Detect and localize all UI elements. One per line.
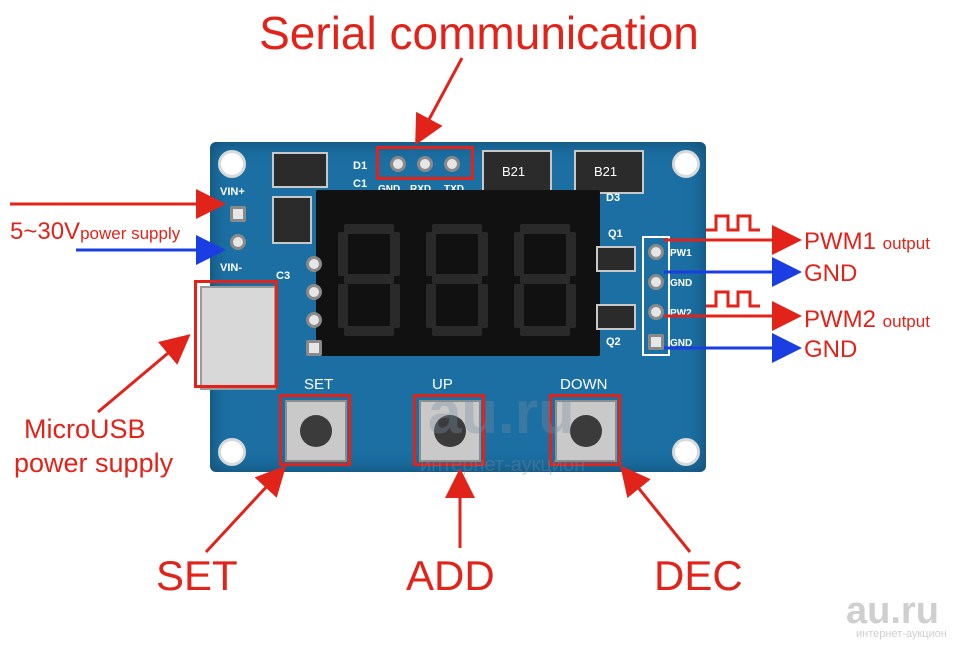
- microusb-label: MicroUSB power supply: [14, 412, 173, 480]
- dec-button-highlight: [549, 394, 621, 466]
- silk-txd: TXD: [444, 184, 464, 195]
- transistor-q2: [596, 304, 636, 330]
- pin-gnd-a: [648, 274, 664, 290]
- gnd2-label: GND: [804, 336, 858, 363]
- pin-pw1: [648, 244, 664, 260]
- watermark-corner-main: au.ru: [846, 590, 939, 632]
- pwm-header-outline: [642, 236, 670, 356]
- silk-c1: C1: [353, 178, 368, 190]
- mount-hole-top-left: [218, 150, 246, 178]
- pad-4: [306, 340, 322, 356]
- vin-minus-pin: [230, 234, 246, 250]
- power-supply-label: 5~30Vpower supply: [10, 218, 180, 246]
- pwm1-waveform: [706, 214, 760, 232]
- pwm2-label: PWM2 output: [804, 306, 930, 334]
- pad-1: [306, 256, 322, 272]
- pad-3: [306, 312, 322, 328]
- pad-2: [306, 284, 322, 300]
- pin-pw2: [648, 304, 664, 320]
- mount-hole-top-right: [672, 150, 700, 178]
- pwm1-label: PWM1 output: [804, 228, 930, 256]
- pwm2-waveform: [706, 290, 760, 308]
- pin-gnd: [390, 156, 406, 172]
- pwm1-text: PWM1: [804, 228, 876, 255]
- component-d3: B21: [574, 150, 644, 194]
- dec-arrow: [620, 465, 692, 553]
- microusb-highlight: [194, 280, 278, 388]
- pwm2-suffix: output: [882, 312, 930, 331]
- silk-c3: C3: [276, 270, 291, 282]
- transistor-q1: [596, 246, 636, 272]
- microusb-label-line1: MicroUSB: [24, 414, 146, 444]
- set-label: SET: [156, 552, 238, 599]
- silk-vin-plus: VIN+: [220, 186, 245, 198]
- silk-gnd: GND: [378, 184, 400, 195]
- silk-q2: Q2: [606, 336, 621, 348]
- set-button-highlight: [279, 394, 351, 466]
- silk-gnd-a: GND: [670, 278, 693, 289]
- pin-gnd-b: [648, 334, 664, 350]
- silk-pw1: PW1: [670, 248, 692, 259]
- seven-segment-display: [316, 190, 600, 356]
- silk-set: SET: [304, 376, 334, 393]
- pin-txd: [444, 156, 460, 172]
- power-supply-suffix: power supply: [80, 224, 181, 243]
- set-button[interactable]: [285, 400, 347, 462]
- gnd1-label: GND: [804, 260, 858, 287]
- mount-hole-bottom-right: [672, 438, 700, 466]
- microusb-port: [200, 286, 276, 390]
- microusb-arrow: [97, 334, 191, 414]
- watermark-corner-sub: интернет-аукцион: [856, 628, 947, 640]
- power-supply-voltage: 5~30V: [10, 218, 81, 245]
- set-arrow: [204, 465, 287, 554]
- silk-q1: Q1: [608, 228, 623, 240]
- serial-communication-title: Serial communication: [259, 7, 699, 59]
- silk-down: DOWN: [560, 376, 608, 393]
- pwm1-suffix: output: [882, 234, 930, 253]
- watermark-main: au.ru: [428, 379, 575, 446]
- regulator-chip: [272, 196, 312, 244]
- chip-b21-a-text: B21: [502, 164, 526, 179]
- add-label: ADD: [406, 552, 495, 599]
- silk-pw2: PW2: [670, 308, 692, 319]
- silk-d3: D3: [606, 192, 621, 204]
- microusb-label-line2: power supply: [14, 448, 174, 478]
- mount-hole-bottom-left: [218, 438, 246, 466]
- dec-label: DEC: [654, 552, 743, 599]
- silk-up: UP: [432, 376, 453, 393]
- silk-d1: D1: [353, 160, 368, 172]
- add-button-highlight: [413, 394, 485, 466]
- serial-arrow: [415, 57, 464, 146]
- pin-rxd: [417, 156, 433, 172]
- serial-header-highlight: [376, 146, 474, 180]
- add-button[interactable]: [419, 400, 481, 462]
- pwm2-text: PWM2: [804, 306, 876, 333]
- dec-button[interactable]: [555, 400, 617, 462]
- chip-b21-b-text: B21: [594, 164, 618, 179]
- diode-d1: [272, 152, 328, 188]
- silk-gnd-b: GND: [670, 338, 693, 349]
- silk-rxd: RXD: [410, 184, 431, 195]
- vin-plus-pin: [230, 206, 246, 222]
- silk-vin-minus: VIN-: [220, 262, 242, 274]
